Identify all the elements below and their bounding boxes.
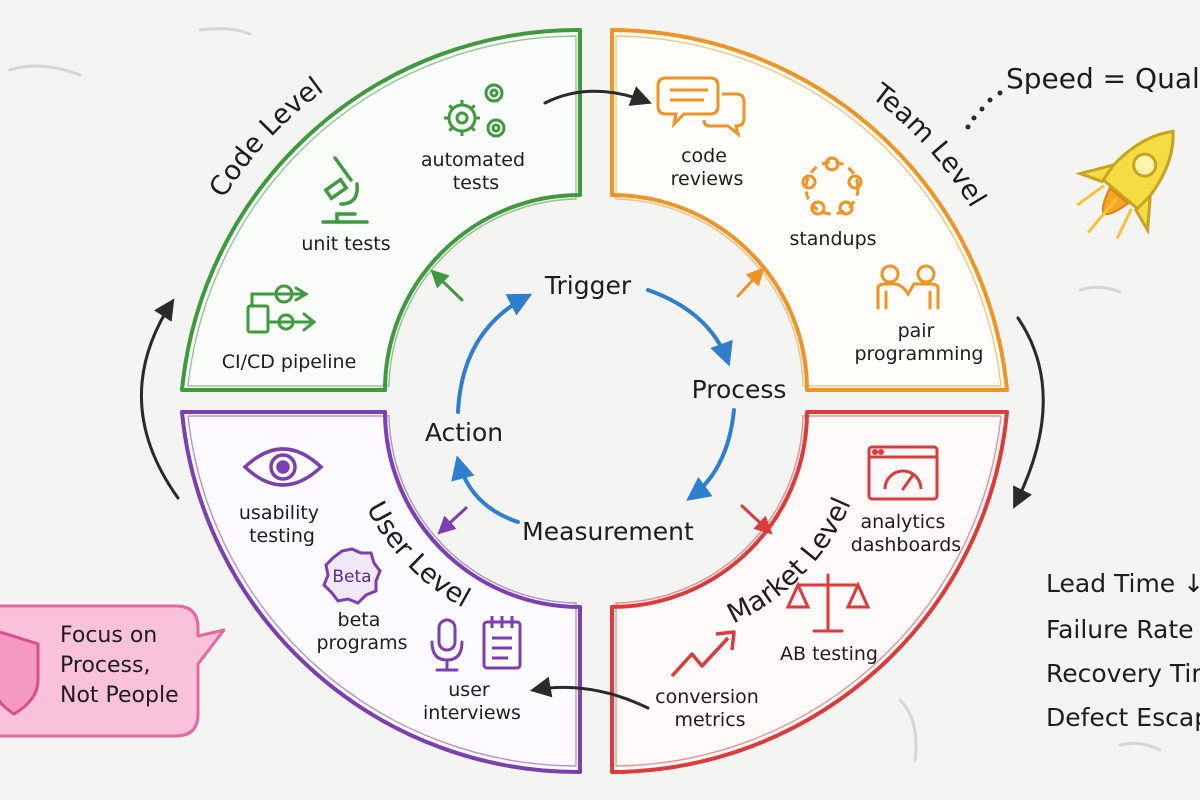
beta-badge-text: Beta (332, 567, 371, 587)
trend-up-icon (670, 630, 736, 678)
metrics-list: Lead Time ↓ Failure Rate Recovery Tim De… (1046, 569, 1200, 732)
notepad-icon (482, 616, 522, 670)
standups-label: standups (789, 228, 876, 250)
pair-programming-label: pair programming (855, 320, 984, 365)
cycle-trigger-label: Trigger (544, 271, 632, 300)
outer-connector-arrows (139, 86, 1045, 710)
arrow-code-to-team (543, 86, 652, 106)
metric-failure-rate: Failure Rate (1046, 615, 1194, 644)
market-level-sector: Market Level analytics dashboards AB tes… (610, 410, 1009, 774)
sector-connector-arrows (430, 267, 773, 535)
team-level-sector: Team Level code reviews standups pair pr… (610, 28, 1009, 392)
speed-quality-title: Speed = Qual (1006, 62, 1200, 95)
metric-lead-time: Lead Time ↓ (1046, 569, 1200, 598)
beta-badge-icon: Beta (322, 547, 382, 605)
conversion-metrics-label: conversion metrics (655, 686, 765, 731)
code-reviews-label: code reviews (671, 145, 744, 190)
user-level-sector: User Level usability testing Beta beta p… (180, 410, 582, 775)
arrow-team-to-market (1013, 316, 1045, 509)
speed-quality-dots (965, 90, 1003, 130)
standup-people-icon (801, 156, 863, 216)
cycle-action-label: Action (425, 418, 503, 447)
pair-programming-icon (876, 264, 940, 310)
user-interviews-label: user interviews (423, 679, 521, 724)
cycle-arrow-trigger-to-process (646, 288, 733, 367)
beta-programs-label: beta programs (316, 609, 407, 654)
chat-bubbles-icon (656, 76, 746, 138)
cycle-arrow-process-to-measurement (686, 408, 736, 501)
usability-testing-label: usability testing (239, 502, 325, 547)
microphone-icon (430, 618, 464, 672)
balance-scale-icon (785, 573, 871, 633)
arrow-market-to-user (529, 676, 650, 710)
microscope-icon (321, 156, 369, 224)
automated-tests-label: automated tests (421, 149, 531, 194)
focus-callout-text: Focus on Process, Not People (60, 623, 179, 708)
ci-cd-pipeline-label: CI/CD pipeline (222, 351, 357, 373)
cycle-measurement-label: Measurement (522, 517, 694, 546)
analytics-dashboards-label: analytics dashboards (851, 511, 961, 556)
arrow-user-to-code (139, 298, 180, 500)
ab-testing-label: AB testing (780, 643, 878, 665)
eye-icon (242, 447, 324, 487)
cycle-arrow-action-to-trigger (456, 293, 533, 414)
metric-recovery-time: Recovery Tim (1046, 659, 1200, 688)
dashboard-gauge-icon (867, 445, 939, 501)
focus-callout: Focus on Process, Not People (0, 604, 226, 738)
shield-icon (0, 630, 40, 716)
metric-defect-escape: Defect Escap (1046, 703, 1200, 732)
cycle-arrow-measurement-to-action (451, 455, 520, 524)
code-level-sector: Code Level automated tests unit tests (180, 27, 582, 392)
gears-icon (444, 83, 506, 138)
unit-tests-label: unit tests (301, 233, 390, 255)
rocket-icon (1075, 129, 1175, 240)
pipeline-icon (246, 284, 317, 334)
central-cycle (451, 288, 736, 524)
cycle-process-label: Process (692, 375, 787, 404)
whiteboard-smudges (8, 27, 1162, 762)
